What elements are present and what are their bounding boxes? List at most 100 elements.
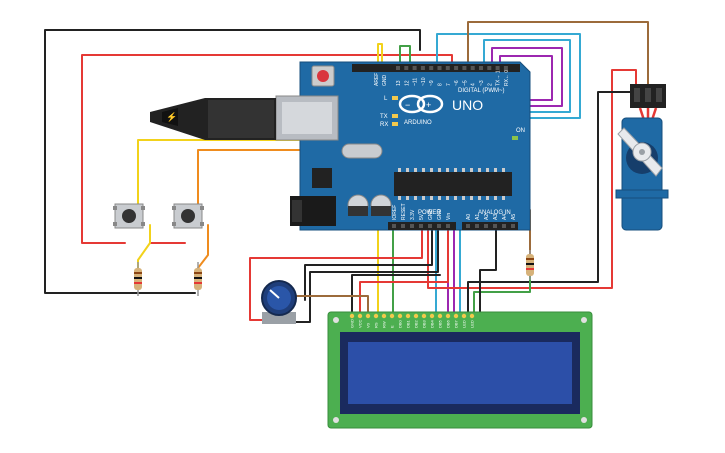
svg-text:⚡: ⚡: [166, 111, 177, 123]
lcd-pin-pad[interactable]: [445, 313, 451, 319]
digital-pin-label: ~3: [479, 80, 485, 86]
lcd-pin-label: DB1: [406, 319, 411, 328]
digital-pin-label: ~10: [421, 77, 427, 86]
lcd-pin-pad[interactable]: [421, 313, 427, 319]
on-label: ON: [516, 128, 525, 134]
digital-pin-hole[interactable]: [495, 66, 500, 70]
servo-motor[interactable]: [615, 84, 669, 231]
power-pin-hole[interactable]: [437, 224, 441, 228]
svg-text:−: −: [405, 100, 410, 110]
lcd-pin-pad[interactable]: [405, 313, 411, 319]
digital-pin-hole[interactable]: [454, 66, 459, 70]
digital-pin-hole[interactable]: [437, 66, 442, 70]
wire-brown-servo: [467, 21, 649, 87]
digital-pin-hole[interactable]: [462, 66, 467, 70]
analog-pin-hole[interactable]: [493, 224, 497, 228]
arduino-brand: ARDUINO: [404, 120, 432, 126]
power-pin-hole[interactable]: [419, 224, 423, 228]
wire-black-gnd-loop: [44, 29, 421, 294]
power-pin-label: 3.3V: [410, 209, 416, 220]
analog-pin-hole[interactable]: [502, 224, 506, 228]
lcd-pin-pad[interactable]: [389, 313, 395, 319]
lcd-pin-pad[interactable]: [349, 313, 355, 319]
power-pin-label: GND: [437, 209, 443, 221]
lcd-pin-label: LED: [470, 320, 475, 328]
lcd-pin-pad[interactable]: [397, 313, 403, 319]
lcd-pin-label: RW: [382, 321, 387, 328]
digital-pin-hole[interactable]: [429, 66, 434, 70]
lcd-pin-label: DB6: [446, 319, 451, 328]
power-pin-hole[interactable]: [410, 224, 414, 228]
power-pin-label: GND: [428, 209, 434, 221]
wire-black-pot: [304, 227, 433, 301]
power-pin-label: 5V: [419, 213, 425, 220]
power-pin-hole[interactable]: [428, 224, 432, 228]
analog-pin-hole[interactable]: [511, 224, 515, 228]
power-pin-label: RESET: [401, 203, 407, 220]
analog-pin-hole[interactable]: [484, 224, 488, 228]
uno-label: UNO: [452, 97, 483, 113]
lcd-pin-pad[interactable]: [357, 313, 363, 319]
lcd-pin-label: DB0: [398, 319, 403, 328]
push-button-2[interactable]: [172, 203, 204, 229]
lcd-pin-label: V0: [366, 322, 371, 328]
push-button-1[interactable]: [113, 203, 145, 229]
lcd-pin-pad[interactable]: [429, 313, 435, 319]
lcd-pin-pad[interactable]: [461, 313, 467, 319]
lcd-pin-pad[interactable]: [365, 313, 371, 319]
lcd-pin-pad[interactable]: [373, 313, 379, 319]
analog-pin-label: A2: [484, 214, 490, 220]
digital-pin-label: ~5: [462, 80, 468, 86]
resistor-1[interactable]: [134, 262, 142, 296]
digital-pin-hole[interactable]: [487, 66, 492, 70]
crystal: [341, 143, 383, 159]
digital-pin-hole[interactable]: [470, 66, 475, 70]
resistor-2[interactable]: [194, 262, 202, 296]
wire-red-5v-loop: [81, 54, 453, 244]
digital-pin-hole[interactable]: [396, 66, 400, 70]
lcd-pin-label: LED: [462, 320, 467, 328]
power-pin-label: IOREF: [392, 205, 398, 220]
arduino-board[interactable]: ⚡ − + UNO ARDUINO: [150, 61, 531, 231]
wire-brown-pot-v0: [289, 295, 369, 313]
lcd-pin-label: VCC: [358, 319, 363, 328]
power-pin-hole[interactable]: [401, 224, 405, 228]
analog-pin-hole[interactable]: [466, 224, 470, 228]
lcd-pin-pad[interactable]: [413, 313, 419, 319]
lcd-pin-pad[interactable]: [469, 313, 475, 319]
lcd-pin-label: DB2: [414, 319, 419, 328]
digital-pin-label: RX← 0: [504, 70, 510, 86]
digital-pin-label: ~9: [429, 80, 435, 86]
wire-black-lcd-gnd: [351, 274, 441, 313]
digital-pin-label: 7: [446, 83, 452, 86]
lcd-pin-pad[interactable]: [437, 313, 443, 319]
digital-pin-hole[interactable]: [445, 66, 450, 70]
digital-pin-label: 12: [404, 80, 410, 86]
power-pin-hole[interactable]: [392, 224, 396, 228]
digital-pin-hole[interactable]: [420, 66, 425, 70]
power-pin-hole[interactable]: [446, 224, 450, 228]
analog-pin-hole[interactable]: [475, 224, 479, 228]
digital-pin-hole[interactable]: [479, 66, 483, 70]
digital-pin-hole[interactable]: [412, 66, 417, 70]
potentiometer[interactable]: [261, 280, 297, 324]
analog-pin-label: A0: [466, 214, 472, 220]
wire-black-pot2: [289, 227, 439, 323]
resistor-3[interactable]: [526, 250, 534, 280]
lcd-pin-pad[interactable]: [381, 313, 387, 319]
lcd-pin-pad[interactable]: [453, 313, 459, 319]
lcd-pin-label: GND: [350, 319, 355, 328]
lcd-pin-label: E: [390, 325, 395, 328]
lcd-pin-label: DB5: [438, 319, 443, 328]
wire-green-ldr: [473, 274, 531, 313]
digital-pin-hole[interactable]: [503, 66, 508, 70]
servo-horn: [617, 127, 663, 177]
digital-pin-label: 4: [471, 83, 477, 86]
digital-pin-hole[interactable]: [404, 66, 409, 70]
wire-red-servo-b: [427, 227, 613, 289]
wire-red-servo: [611, 69, 637, 239]
